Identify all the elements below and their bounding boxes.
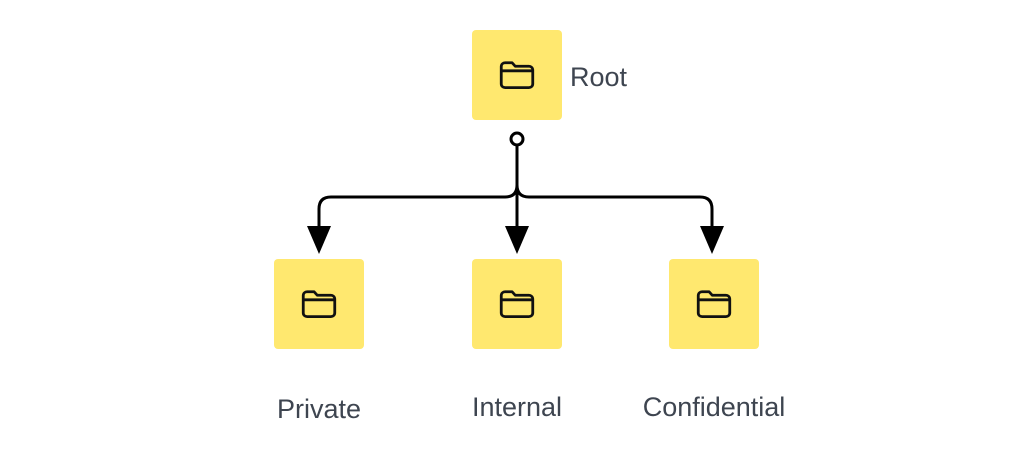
node-confidential[interactable] <box>669 259 759 349</box>
node-root-label: Root <box>570 62 628 92</box>
connector-origin <box>509 131 525 147</box>
node-internal-label: Internal <box>471 392 563 422</box>
node-private-label: Private <box>276 394 362 424</box>
node-confidential-label: Confidential <box>642 392 786 422</box>
arrowhead-private <box>307 226 331 254</box>
node-private[interactable] <box>274 259 364 349</box>
folder-icon <box>499 61 535 89</box>
connector-to-private <box>317 184 519 228</box>
node-internal[interactable] <box>472 259 562 349</box>
arrowhead-internal <box>505 226 529 254</box>
folder-icon <box>301 290 337 318</box>
arrowhead-confidential <box>700 226 724 254</box>
connector-to-confidential <box>515 184 714 228</box>
node-root[interactable] <box>472 30 562 120</box>
folder-icon <box>499 290 535 318</box>
folder-icon <box>696 290 732 318</box>
